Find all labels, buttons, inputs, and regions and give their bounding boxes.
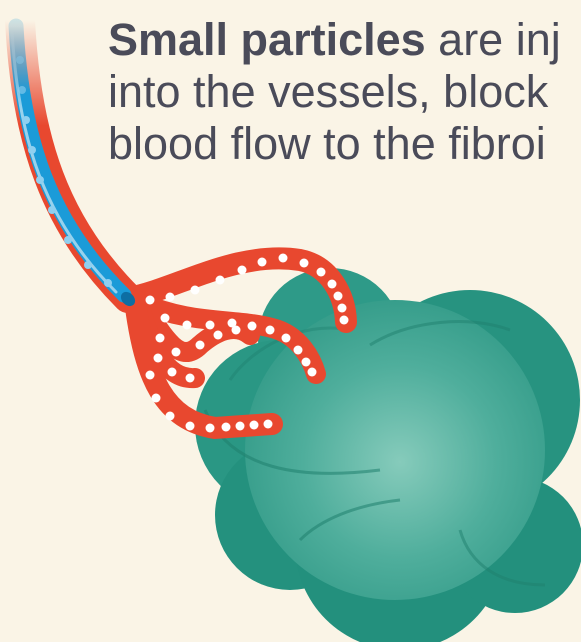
caption-bold-lead: Small particles (108, 14, 426, 65)
caption-line-1: Small particles are inj (108, 14, 581, 66)
caption-text: Small particles are inj into the vessels… (108, 14, 581, 170)
caption-line-3: blood flow to the fibroi (108, 118, 581, 170)
caption-line-1-rest: are inj (426, 14, 561, 65)
caption-line-2: into the vessels, block (108, 66, 581, 118)
